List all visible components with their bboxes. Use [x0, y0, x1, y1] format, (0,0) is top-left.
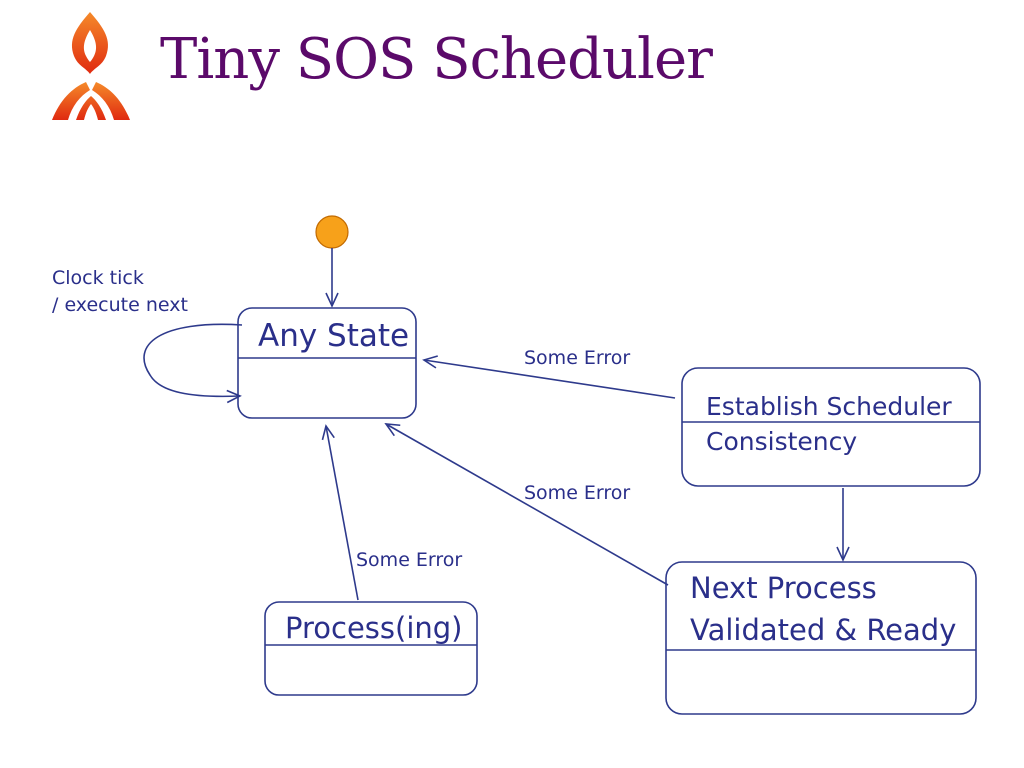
logo-flame-shape [71, 12, 109, 74]
transition-establish-to-any-arrow [422, 355, 676, 399]
initial-state-node [315, 215, 349, 249]
state-any-state-label: Any State [258, 318, 409, 354]
transition-processing-to-any-arrow [321, 424, 359, 601]
state-establish-scheduler-consistency: Establish Scheduler Consistency [681, 367, 981, 487]
state-processing: Process(ing) [264, 601, 478, 696]
state-next-process-label-line2: Validated & Ready [690, 613, 956, 647]
transition-establish-to-any-label: Some Error [524, 347, 630, 369]
self-loop-label-line1: Clock tick [52, 267, 144, 289]
state-establish-label-line2: Consistency [706, 427, 857, 456]
flame-logo-icon [52, 12, 130, 120]
slide-title: Tiny SOS Scheduler [160, 27, 713, 92]
self-loop-arrow [143, 323, 243, 404]
transition-processing-to-any-label: Some Error [356, 549, 462, 571]
state-next-process-label-line1: Next Process [690, 571, 877, 605]
state-any-state: Any State [237, 307, 417, 419]
transition-next-to-any-arrow [384, 423, 669, 586]
transition-next-to-any-label: Some Error [524, 482, 630, 504]
logo-base-shape [52, 82, 130, 120]
self-loop-label-line2: / execute next [52, 294, 188, 316]
state-establish-label-line1: Establish Scheduler [706, 392, 952, 421]
state-processing-label: Process(ing) [285, 611, 462, 645]
state-next-process-validated-ready: Next Process Validated & Ready [665, 561, 977, 715]
